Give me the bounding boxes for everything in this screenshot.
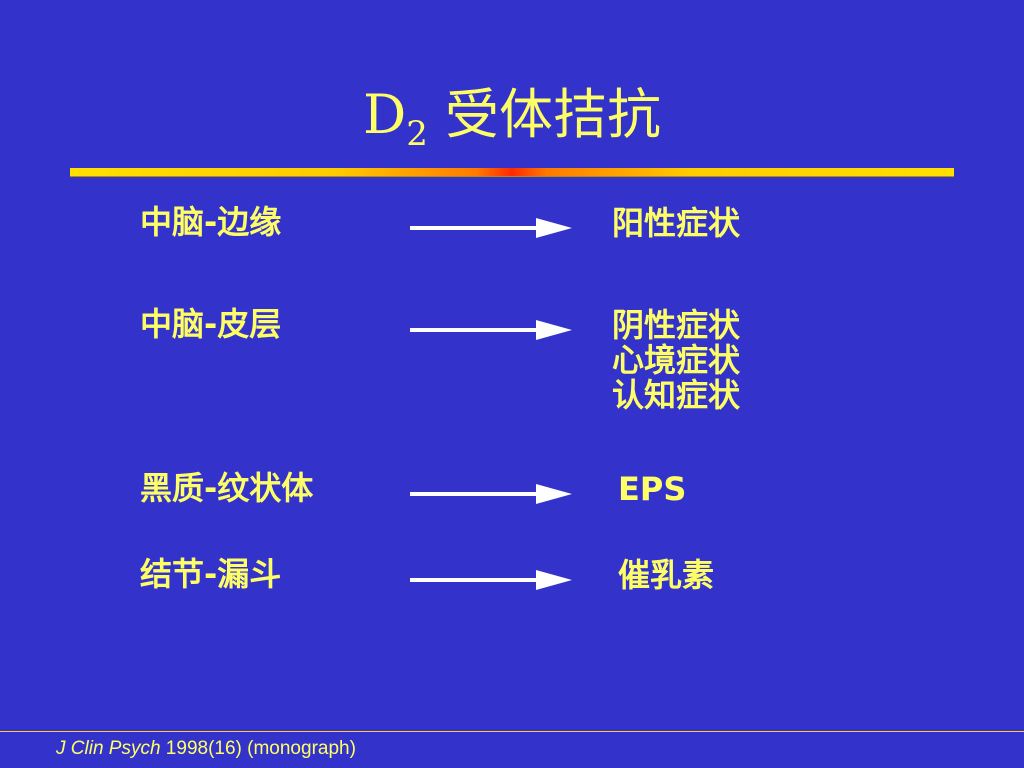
pathway-label: 黑质-纹状体 bbox=[140, 469, 314, 507]
footer-divider bbox=[0, 731, 1024, 732]
title-main: D bbox=[362, 83, 407, 146]
symptom-item: 阳性症状 bbox=[612, 204, 741, 242]
pathway-label: 结节-漏斗 bbox=[140, 555, 282, 593]
symptom-list: 阳性症状 bbox=[612, 204, 741, 242]
title-text: 受体拮抗 bbox=[427, 83, 662, 146]
title-underline bbox=[70, 168, 954, 176]
symptom-item: 心境症状 bbox=[612, 341, 741, 380]
symptom-list: 催乳素 bbox=[618, 556, 715, 594]
right-arrow-icon bbox=[410, 218, 572, 238]
right-arrow-icon bbox=[410, 320, 572, 340]
right-arrow-icon bbox=[410, 484, 572, 504]
title-subscript: 2 bbox=[406, 114, 428, 154]
citation-details: 1998(16) (monograph) bbox=[160, 738, 356, 759]
pathway-label: 中脑-皮层 bbox=[140, 305, 282, 343]
pathway-label: 中脑-边缘 bbox=[140, 203, 282, 241]
right-arrow-icon bbox=[410, 570, 572, 590]
symptom-item: 催乳素 bbox=[618, 556, 715, 594]
symptom-list: 阴性症状 心境症状 认知症状 bbox=[612, 306, 741, 415]
slide-title: D2 受体拮抗 bbox=[0, 88, 1024, 154]
symptom-list: EPS bbox=[618, 470, 687, 508]
citation: J Clin Psych 1998(16) (monograph) bbox=[56, 738, 356, 760]
symptom-item: 阴性症状 bbox=[612, 306, 741, 344]
symptom-item: EPS bbox=[618, 470, 687, 508]
citation-journal: J Clin Psych bbox=[56, 738, 161, 759]
symptom-item: 认知症状 bbox=[612, 376, 741, 415]
